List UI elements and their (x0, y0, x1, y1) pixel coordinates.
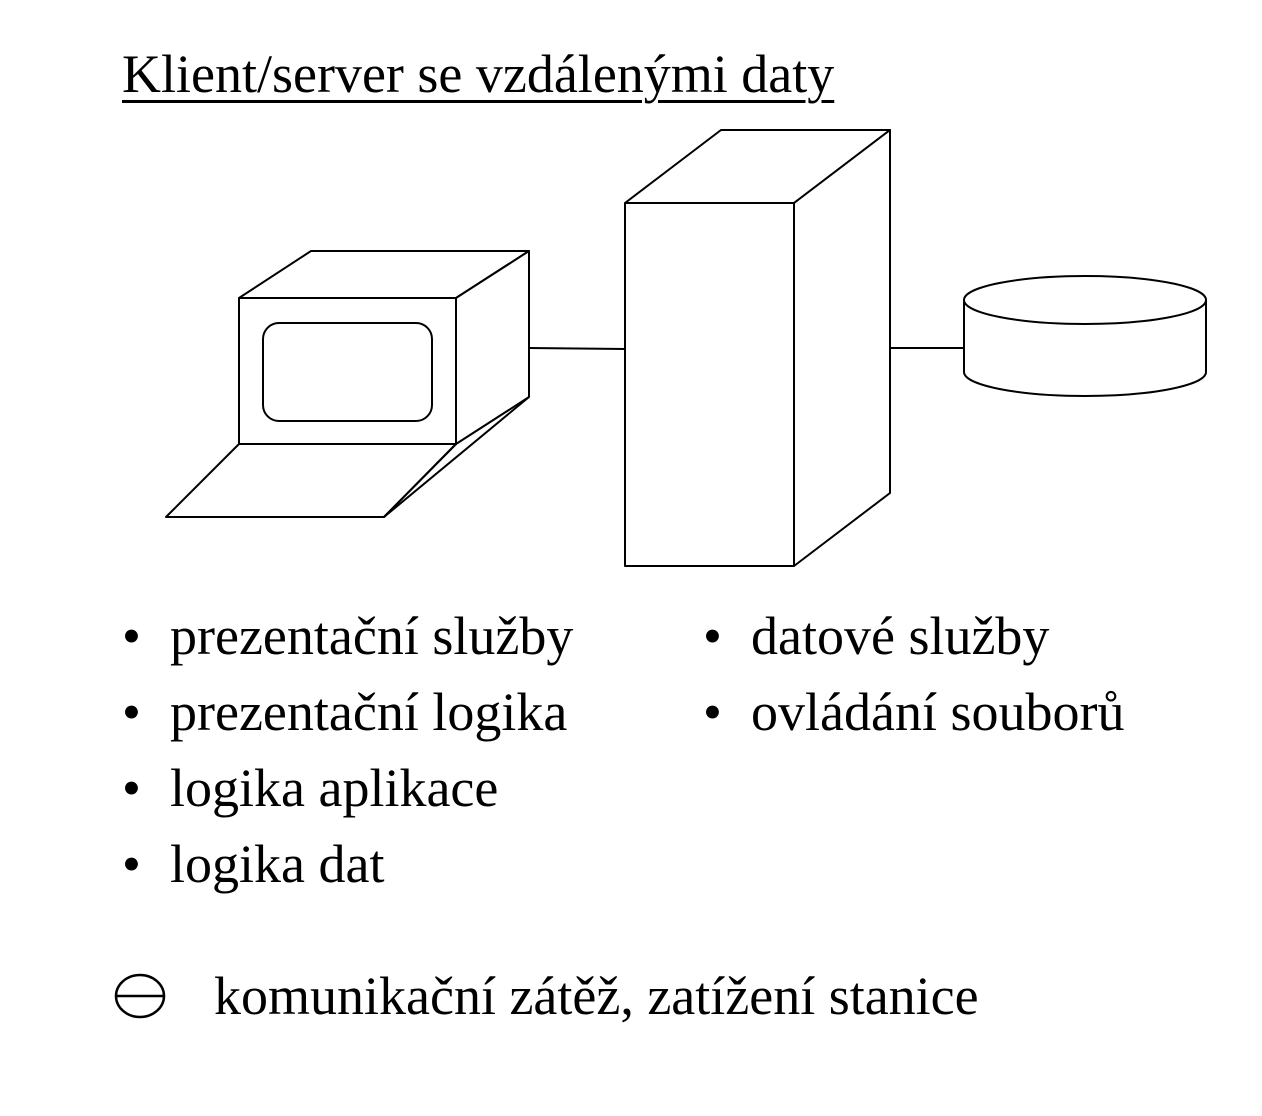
list-item-label: ovládání souborů (751, 682, 1125, 742)
client-services-list: •prezentační služby •prezentační logika … (122, 598, 573, 902)
client-server-link (528, 347, 626, 350)
bullet-icon: • (122, 834, 141, 894)
drawback-note: komunikační zátěž, zatížení stanice (114, 958, 979, 1034)
list-item: • ovládání souborů (703, 674, 1124, 750)
bullet-icon: • (122, 682, 141, 742)
list-item-label: datové služby (751, 606, 1050, 666)
list-item-label: logika dat (170, 834, 385, 894)
list-item: • datové služby (703, 598, 1124, 674)
list-item-label: prezentační služby (170, 606, 574, 666)
circled-minus-icon (114, 973, 166, 1019)
architecture-diagram (165, 129, 1207, 567)
list-item-label: logika aplikace (170, 758, 499, 818)
bullet-icon: • (703, 606, 722, 666)
list-item-label: prezentační logika (170, 682, 568, 742)
bullet-icon: • (122, 758, 141, 818)
computer-terminal-icon (165, 250, 530, 518)
list-item: • prezentační služby (122, 598, 573, 674)
list-item: • logika dat (122, 826, 573, 902)
list-item: • prezentační logika (122, 674, 573, 750)
page-title: Klient/server se vzdálenými daty (122, 44, 835, 104)
drawback-text: komunikační zátěž, zatížení stanice (214, 966, 979, 1026)
bullet-icon: • (122, 606, 141, 666)
server-services-list: • datové služby • ovládání souborů (703, 598, 1124, 750)
screen-icon (262, 322, 433, 422)
disk-storage-icon (963, 275, 1207, 397)
bullet-icon: • (703, 682, 722, 742)
server-tower-icon (624, 129, 891, 567)
list-item: • logika aplikace (122, 750, 573, 826)
